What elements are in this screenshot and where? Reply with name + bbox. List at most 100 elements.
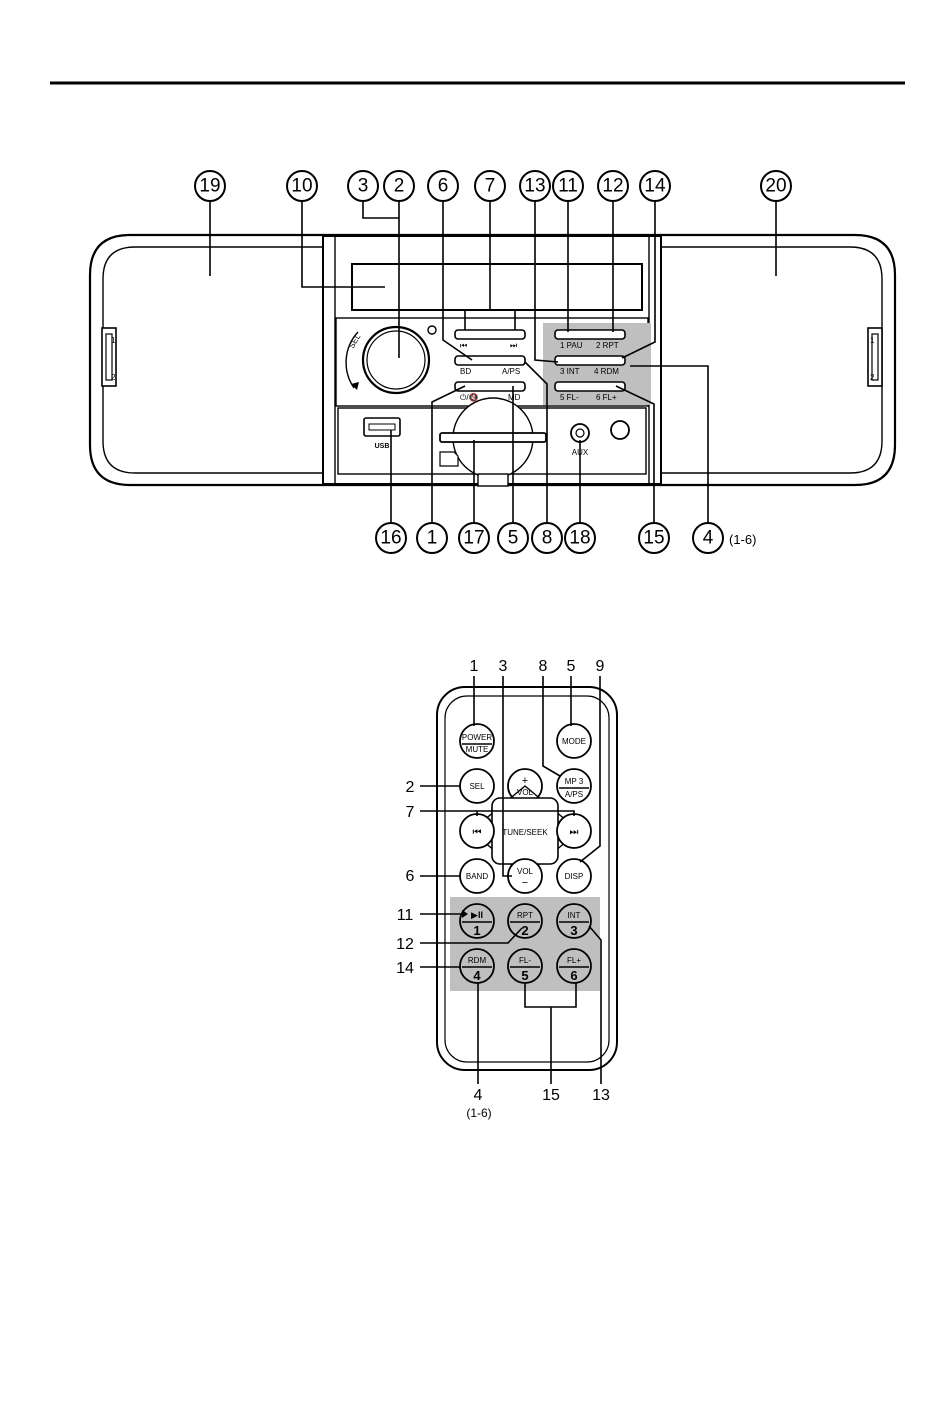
preset-button-3-4[interactable] [555, 356, 625, 365]
remote-fl-plus-6-button[interactable]: FL+ 6 [557, 949, 591, 983]
preset-4-label: 4 RDM [594, 367, 619, 376]
remote-callout-1: 1 [470, 658, 479, 675]
remote-mp3-aps-button[interactable]: MP 3 A/PS [557, 769, 591, 803]
callout-1: 1 [427, 528, 438, 549]
callout-5: 5 [508, 528, 519, 549]
remote-sel-button[interactable]: SEL [460, 769, 494, 803]
num-1-label: 1 [473, 923, 480, 938]
band-label: BAND [466, 872, 488, 881]
preset-6-label: 6 FL+ [596, 393, 617, 402]
num-4-label: 4 [473, 968, 481, 983]
disp-label: DISP [565, 872, 584, 881]
sd-card-icon [440, 452, 458, 466]
num-3-label: 3 [570, 923, 577, 938]
left-bracket-label-bottom: 2 [111, 373, 116, 382]
remote-fl-minus-5-button[interactable]: FL- 5 [508, 949, 542, 983]
seek-button-bar[interactable] [455, 330, 525, 339]
remote-callout-11: 11 [397, 907, 414, 924]
vol-up-label: VOL [517, 788, 534, 797]
preset-1-label: 1 PAU [560, 341, 583, 350]
remote-callout-3: 3 [499, 658, 508, 675]
num-5-label: 5 [521, 968, 528, 983]
remote-callout-15: 15 [542, 1087, 560, 1104]
preset-3-label: 3 INT [560, 367, 580, 376]
play-pause-icon: ▶II [471, 910, 483, 920]
fl-minus-label: FL- [519, 956, 531, 965]
rpt-label: RPT [517, 911, 533, 920]
head-unit-diagram: 1 2 1 2 SEL ⏮ ⏭ BD A/PS [90, 171, 895, 553]
usb-label: USB [375, 443, 390, 450]
callout-16: 16 [380, 528, 401, 549]
remote-mode-button[interactable]: MODE [557, 724, 591, 758]
callout-20: 20 [765, 176, 786, 197]
head-unit-bottom-callouts: 16 1 17 5 8 18 15 4 (1-6) [376, 523, 756, 553]
int-label: INT [568, 911, 581, 920]
callout-4-range: (1-6) [729, 532, 756, 547]
reset-hole[interactable] [611, 421, 629, 439]
remote-callout-6: 6 [406, 868, 415, 885]
left-bracket-label-top: 1 [111, 336, 116, 345]
remote-band-button[interactable]: BAND [460, 859, 494, 893]
remote-power-mute-button[interactable]: POWER MUTE [460, 724, 494, 758]
left-release-bracket: 1 2 [102, 328, 116, 386]
prev-track-icon: ⏮ [460, 341, 467, 350]
remote-vol-down-button[interactable]: VOL − [508, 859, 542, 893]
remote-callout-2: 2 [406, 779, 415, 796]
next-icon: ⏭ [570, 827, 579, 838]
preset-button-5-6[interactable] [555, 382, 625, 391]
callout-14: 14 [644, 176, 666, 197]
num-6-label: 6 [570, 968, 577, 983]
remote-next-button[interactable]: ⏭ [557, 814, 591, 848]
remote-play-pause-1-button[interactable]: ▶II 1 [460, 904, 494, 938]
mute-label: MUTE [466, 745, 489, 754]
remote-callout-13: 13 [592, 1087, 610, 1104]
rdm-label: RDM [468, 956, 487, 965]
num-2-label: 2 [521, 923, 528, 938]
remote-top-callouts: 1 3 8 5 9 [470, 658, 605, 675]
mode-label: MD [508, 393, 521, 402]
callout-19: 19 [199, 176, 220, 197]
remote-callout-12: 12 [396, 936, 414, 953]
remote-callout-14: 14 [396, 960, 414, 977]
ir-sensor [428, 326, 436, 334]
callout-2: 2 [394, 176, 405, 197]
aps-label: A/PS [565, 790, 583, 799]
callout-8: 8 [542, 528, 553, 549]
next-track-icon: ⏭ [510, 341, 517, 350]
callout-17: 17 [463, 528, 484, 549]
remote-disp-button[interactable]: DISP [557, 859, 591, 893]
remote-bottom-callouts: 4 (1-6) 15 13 [466, 1087, 610, 1120]
band-label: BD [460, 367, 471, 376]
remote-callout-4-range: (1-6) [466, 1106, 491, 1120]
band-aps-button-bar[interactable] [455, 356, 525, 365]
vol-minus-sign: − [522, 877, 528, 889]
callout-6: 6 [438, 176, 449, 197]
remote-callout-7: 7 [406, 804, 415, 821]
remote-rdm-4-button[interactable]: RDM 4 [460, 949, 494, 983]
remote-callout-9: 9 [596, 658, 605, 675]
callout-10: 10 [291, 176, 312, 197]
remote-prev-button[interactable]: ⏮ [460, 814, 494, 848]
preset-5-label: 5 FL- [560, 393, 579, 402]
power-label: POWER [462, 733, 492, 742]
callout-4: 4 [703, 528, 714, 549]
remote-int-3-button[interactable]: INT 3 [557, 904, 591, 938]
mp3-label: MP 3 [565, 777, 584, 786]
head-unit-top-callouts: 19 10 3 2 6 7 13 11 12 14 20 [195, 171, 791, 201]
power-mode-button-bar[interactable] [455, 382, 525, 391]
vol-down-label: VOL [517, 867, 534, 876]
sd-card-slot[interactable] [440, 433, 546, 442]
preset-button-1-2[interactable] [555, 330, 625, 339]
right-bracket-label-top: 1 [870, 336, 875, 345]
prev-icon: ⏮ [473, 827, 482, 838]
remote-callout-8: 8 [539, 658, 548, 675]
remote-rpt-2-button[interactable]: RPT 2 [508, 904, 542, 938]
fl-plus-label: FL+ [567, 956, 581, 965]
callout-15: 15 [643, 528, 664, 549]
remote-callout-5: 5 [567, 658, 576, 675]
callout-13: 13 [524, 176, 545, 197]
power-mute-label: ⏻/🔇 [460, 392, 479, 402]
aps-label: A/PS [502, 367, 520, 376]
remote-callout-4: 4 [474, 1087, 483, 1104]
